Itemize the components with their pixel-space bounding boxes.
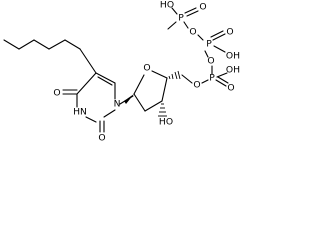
bond [212,33,226,41]
bond [184,7,197,14]
structural-formula: HO O P O O P OH O OH P O O O N O HN O HO [3,0,240,144]
bond [64,39,81,50]
bond [48,39,66,50]
hash-line [171,73,174,80]
molecule-canvas: HO O P O O P OH O OH P O O O N O HN O HO [0,0,247,153]
bond [3,39,20,50]
atom-labels: HO O P O O P OH O OH P O O O N O HN O HO [53,0,240,144]
bond [18,39,35,50]
bond [103,109,116,118]
bond [183,21,189,29]
bond [97,76,113,86]
bond [95,72,116,84]
triphosphate-chain [167,7,229,87]
bond [33,39,50,50]
bond [217,76,229,84]
bond [79,48,97,74]
bond [85,116,97,123]
label-o-bridge-1: O [189,27,196,38]
bond [151,70,168,79]
bond [76,72,97,95]
label-o-c4: O [53,88,60,99]
bond [171,7,178,15]
label-o-c2: O [98,133,105,144]
hexyl-chain [3,39,97,74]
bond [201,79,209,84]
label-o-p-low-double: O [227,83,234,94]
hash-line [168,75,171,80]
label-p-low: P [209,73,215,84]
stereo-wedge [124,94,134,104]
bond [144,100,163,112]
label-ho-3prime: HO [159,117,173,128]
label-p-top: P [178,13,184,24]
bond [133,93,146,112]
label-n1: N [114,99,121,110]
bond [197,34,204,41]
bond [204,50,209,58]
bond [167,21,177,30]
label-o-p-mid-double: O [226,27,233,38]
bond [161,77,168,102]
label-o-ring: O [143,63,150,74]
stereo-hash-c4 [168,70,181,80]
deoxyribose-ring [133,70,168,112]
stereo-hash [158,103,167,117]
label-ho-top: HO [160,0,174,11]
label-p-mid: P [206,39,212,50]
label-o-top-double: O [199,2,206,13]
bond [213,45,226,53]
hash-line [177,70,181,80]
pyrimidine-ring [62,72,116,133]
label-o-bridge-2: O [207,56,214,67]
bond [216,72,228,78]
label-o-ester: O [193,80,200,91]
bond [210,30,224,38]
bond [181,74,193,84]
label-hn-3: HN [73,107,87,118]
bond [186,10,199,17]
bond [215,79,227,87]
label-oh-p-mid: OH [226,51,240,62]
hash-line [174,71,178,80]
label-oh-p-low: OH [226,65,240,76]
bond [133,74,145,95]
